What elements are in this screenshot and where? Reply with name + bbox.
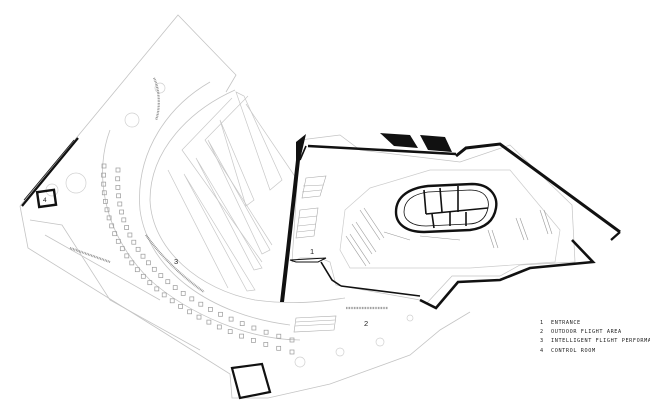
- seat-square: [189, 296, 195, 302]
- seat-square: [187, 309, 192, 315]
- seat-square: [109, 223, 115, 229]
- striped-benches: [69, 77, 388, 310]
- seat-square: [127, 232, 133, 238]
- legend-label: OUTDOOR FLIGHT AREA: [551, 329, 622, 336]
- label-intelligent-flight-area: 3: [174, 257, 178, 266]
- seat-square: [251, 325, 257, 331]
- seat-square: [151, 266, 157, 272]
- seat-square: [115, 176, 121, 182]
- seat-square: [147, 280, 153, 286]
- seat-square: [161, 292, 167, 298]
- seat-square: [119, 246, 125, 252]
- seat-square: [116, 193, 121, 199]
- seat-square: [263, 329, 269, 335]
- seat-square: [106, 215, 112, 221]
- control-room-structure: [21, 137, 79, 209]
- seat-square: [228, 316, 234, 322]
- seat-square: [140, 273, 146, 279]
- seat-square: [140, 253, 146, 259]
- legend-label: CONTROL ROOM: [551, 347, 596, 354]
- legend-number: 4: [540, 347, 544, 354]
- seat-square: [115, 185, 121, 190]
- legend-item: 4 CONTROL ROOM: [540, 347, 650, 356]
- seat-square: [196, 314, 202, 320]
- main-building: [280, 133, 621, 333]
- seat-square: [239, 333, 244, 339]
- seat-square: [180, 291, 186, 296]
- seat-square: [165, 279, 171, 285]
- seat-square: [169, 298, 175, 304]
- flight-stage: [394, 182, 498, 234]
- seat-square: [218, 311, 223, 317]
- seat-square: [124, 253, 130, 259]
- seating-arc: [101, 163, 295, 355]
- seat-square: [178, 304, 183, 309]
- seat-square: [227, 329, 233, 334]
- seat-square: [289, 349, 295, 355]
- seat-square: [131, 239, 137, 245]
- seat-square: [206, 319, 212, 325]
- legend-label: ENTRANCE: [551, 320, 581, 326]
- label-control-room: 4: [43, 197, 47, 204]
- seat-square: [276, 345, 282, 351]
- seat-square: [115, 167, 121, 173]
- seat-square: [146, 260, 151, 266]
- seat-square: [124, 225, 129, 230]
- seat-square: [251, 338, 256, 343]
- seat-square: [289, 337, 295, 343]
- seat-square: [239, 321, 245, 326]
- trees: [45, 82, 414, 368]
- seat-square: [103, 199, 108, 204]
- seat-square: [135, 246, 141, 252]
- legend-item: 3 INTELLIGENT FLIGHT PERFORMANCE AREA: [540, 337, 650, 346]
- seat-square: [101, 190, 107, 196]
- legend-number: 2: [540, 329, 544, 336]
- label-entrance: 1: [310, 247, 314, 256]
- legend-label: INTELLIGENT FLIGHT PERFORMANCE AREA: [551, 338, 650, 345]
- seat-square: [129, 260, 135, 266]
- seat-square: [158, 273, 164, 278]
- seat-square: [198, 301, 204, 307]
- seat-square: [115, 238, 121, 244]
- seat-square: [263, 342, 269, 347]
- stairs: [293, 175, 337, 333]
- seat-square: [119, 209, 124, 215]
- legend: 1 ENTRANCE 2 OUTDOOR FLIGHT AREA 3 INTEL…: [540, 319, 650, 356]
- legend-number: 3: [540, 338, 544, 345]
- seat-square: [134, 267, 140, 273]
- landscape-wedges: [167, 91, 297, 292]
- legend-item: 2 OUTDOOR FLIGHT AREA: [540, 328, 650, 337]
- seat-square: [112, 231, 118, 237]
- seat-square: [101, 163, 107, 169]
- label-outdoor-flight-area: 2: [364, 319, 368, 328]
- seat-square: [117, 201, 123, 207]
- legend-item: 1 ENTRANCE: [540, 319, 650, 328]
- bottom-pavilion: [230, 362, 272, 400]
- legend-number: 1: [540, 320, 544, 326]
- seat-square: [216, 324, 222, 330]
- interior-seating: [345, 207, 553, 267]
- seat-square: [208, 307, 213, 312]
- seat-square: [121, 217, 127, 223]
- seat-square: [101, 181, 107, 187]
- seat-square: [172, 285, 178, 290]
- site-boundary: [19, 14, 471, 399]
- seat-square: [101, 172, 106, 178]
- seat-square: [276, 333, 282, 339]
- seat-square: [104, 207, 110, 213]
- seat-square: [154, 286, 160, 292]
